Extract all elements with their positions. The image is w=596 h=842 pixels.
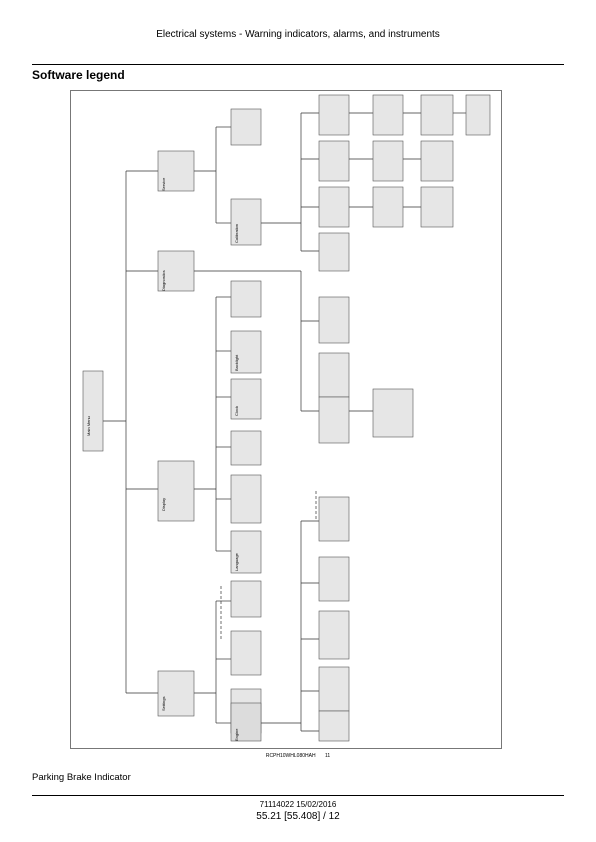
- language-label: Language: [234, 553, 239, 571]
- figure-caption: RCPH10WHL080HAH 11: [0, 753, 596, 759]
- calibration-label: Calibration: [234, 223, 239, 243]
- section-title: Software legend: [32, 68, 125, 82]
- figure-number: 11: [324, 753, 331, 759]
- main-menu-label: Main Menu: [86, 416, 91, 436]
- footer-rule: [32, 795, 564, 796]
- settings-label: Settings: [161, 696, 166, 711]
- page-header: Electrical systems - Warning indicators,…: [156, 29, 440, 40]
- service-label: Service: [161, 177, 166, 191]
- menu-tree-diagram: [82, 94, 491, 742]
- software-legend-figure: Main Menu Service Diagnostics Display Se…: [70, 90, 502, 749]
- display-label: Display: [161, 497, 166, 511]
- figure-code: RCPH10WHL080HAH: [265, 753, 316, 759]
- diagnostics-label: Diagnostics: [161, 270, 166, 291]
- clock-label: Clock: [234, 405, 239, 416]
- backlight-label: Backlight: [234, 354, 239, 371]
- footer-doc-id: 71114022 15/02/2016: [259, 800, 337, 809]
- subsection-title: Parking Brake Indicator: [32, 772, 131, 783]
- engine-label: Engine: [234, 728, 239, 741]
- footer-page-number: 55.21 [55.408] / 12: [256, 811, 340, 822]
- header-rule: [32, 64, 564, 65]
